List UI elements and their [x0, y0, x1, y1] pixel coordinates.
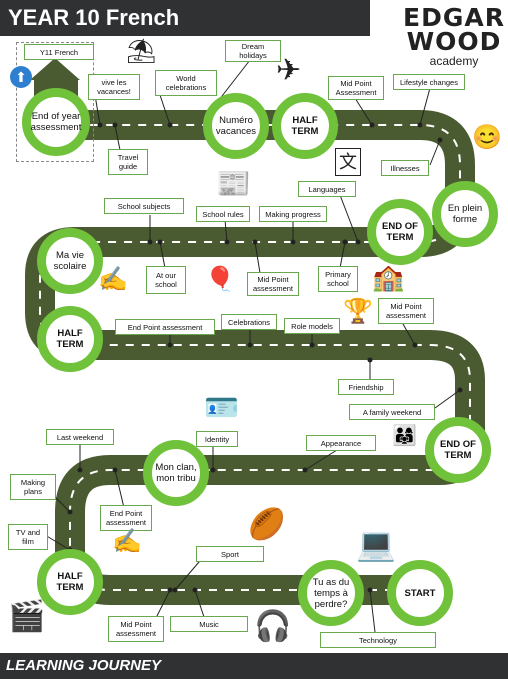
label-languages: Languages: [298, 181, 356, 197]
label-lifestyle: Lifestyle changes: [393, 74, 465, 90]
airplane-icon: ✈: [276, 54, 302, 87]
milestone-half-term-2: HALF TERM: [37, 306, 103, 372]
finish-arrow-head: [30, 58, 80, 80]
label-midpoint-bottom: Mid Point assessment: [108, 616, 164, 642]
label-school-rules: School rules: [196, 206, 250, 222]
label-sport: Sport: [196, 546, 264, 562]
film-icon: 🎬: [8, 600, 46, 633]
sport-balls-icon: 🏉: [248, 508, 286, 541]
label-world: World celebrations: [155, 70, 217, 96]
logo-line2: WOOD: [406, 27, 502, 56]
id-card-icon: 🪪: [204, 392, 239, 423]
footer-title: LEARNING JOURNEY: [0, 653, 508, 679]
headphones-icon: 🎧: [254, 610, 292, 643]
label-making-progress: Making progress: [259, 206, 327, 222]
label-family-weekend: A family weekend: [349, 404, 435, 420]
milestone-end-of-term-1: END OF TERM: [367, 199, 433, 265]
milestone-half-term-3: HALF TERM: [37, 549, 103, 615]
label-y11: Y11 French: [24, 44, 94, 60]
milestone-end-of-year: End of year assessment: [22, 88, 90, 156]
milestone-numero: Numéro vacances: [203, 93, 269, 159]
up-arrow-icon: ⬆: [10, 66, 32, 88]
label-school-subjects: School subjects: [104, 198, 184, 214]
logo-line3: academy: [429, 54, 479, 68]
label-midpoint-2: Mid Point assessment: [247, 272, 299, 296]
page-title: YEAR 10 French: [0, 0, 370, 36]
balloons-icon: 🎈: [205, 266, 235, 293]
label-friendship: Friendship: [338, 379, 394, 395]
label-celebrations: Celebrations: [221, 314, 277, 330]
milestone-half-term-1: HALF TERM: [272, 93, 338, 159]
label-end-point-2: End Point assessment: [100, 505, 152, 531]
label-appearance: Appearance: [306, 435, 376, 451]
signature-icon-2: ✍: [112, 528, 142, 555]
label-music: Music: [170, 616, 248, 632]
label-tv-film: TV and film: [8, 524, 48, 550]
connector-dots: [67, 102, 463, 593]
label-illnesses: Illnesses: [381, 160, 429, 176]
beach-icon: ⛱: [126, 38, 157, 65]
label-making-plans: Making plans: [10, 474, 56, 500]
label-dream: Dream holidays: [225, 40, 281, 62]
podium-icon: 🏆: [343, 298, 373, 325]
label-identity: Identity: [196, 431, 238, 447]
logo-line1: EDGAR: [403, 3, 505, 32]
label-role-models: Role models: [284, 318, 340, 334]
newspaper-icon: 📰: [216, 168, 251, 199]
label-vive: vive les vacances!: [88, 74, 140, 100]
school-logo: EDGAR WOOD academy: [402, 3, 506, 70]
label-travel: Travel guide: [108, 149, 148, 175]
road-centerline: [39, 124, 471, 591]
milestone-mon-clan: Mon clan, mon tribu: [143, 440, 209, 506]
signature-icon: ✍: [98, 266, 128, 293]
y11-dashed-box: [16, 42, 94, 162]
milestone-tu-as: Tu as du temps à perdre?: [298, 560, 364, 626]
emoji-icon: 😊: [472, 124, 502, 151]
family-icon: 👨‍👩‍👧: [392, 425, 417, 447]
label-last-weekend: Last weekend: [46, 429, 114, 445]
label-midpoint-3: Mid Point assessment: [378, 298, 434, 324]
laptop-icon: 💻: [356, 526, 396, 562]
label-end-point: End Point assessment: [115, 319, 215, 335]
translate-icon: 文: [335, 148, 361, 176]
milestone-en-plein: En plein forme: [432, 181, 498, 247]
label-at-our-school: At our school: [146, 266, 186, 294]
label-primary: Primary school: [318, 266, 358, 292]
milestone-start: START: [387, 560, 453, 626]
milestone-ma-vie: Ma vie scolaire: [37, 228, 103, 294]
milestone-end-of-term-2: END OF TERM: [425, 417, 491, 483]
school-building-icon: 🏫: [372, 262, 405, 292]
label-midpoint-top: Mid Point Assessment: [328, 76, 384, 100]
label-technology: Technology: [320, 632, 436, 648]
